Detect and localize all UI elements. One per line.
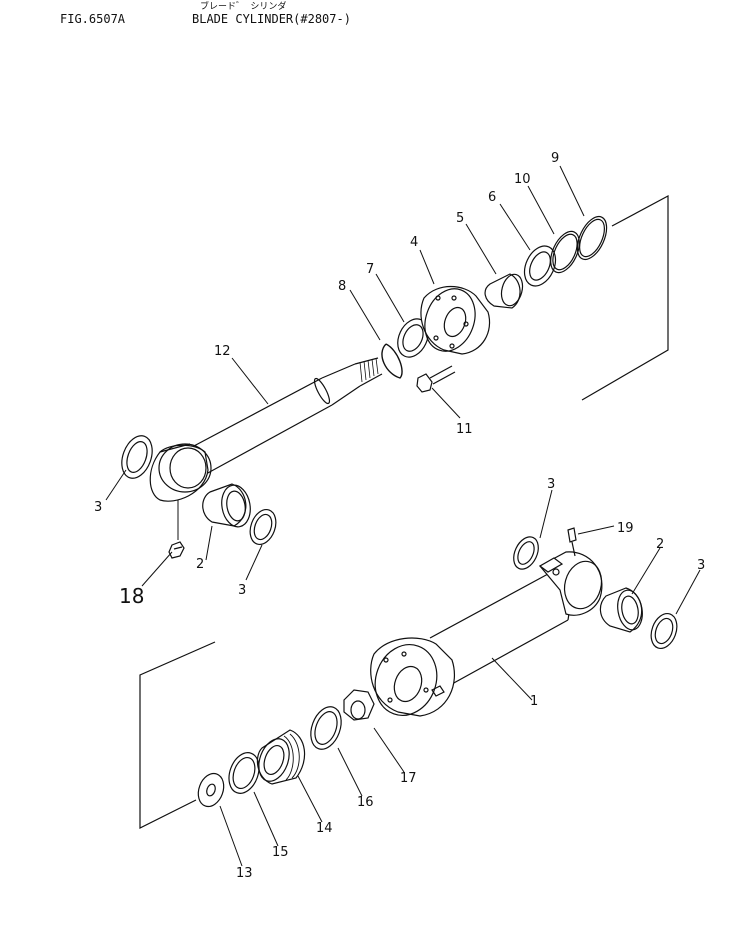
callout-2-lower: 2 — [656, 537, 664, 552]
backup-ring-9 — [576, 215, 608, 261]
callout-18: 18 — [119, 584, 144, 608]
piston-14 — [256, 729, 306, 785]
callout-2-upper: 2 — [196, 557, 204, 572]
piston-rod — [191, 357, 383, 475]
dust-seal-3-upper-right — [249, 508, 277, 546]
dust-seal-3-lower-left — [513, 536, 539, 570]
callout-9: 9 — [551, 151, 559, 166]
leader-lines — [105, 165, 701, 867]
grease-fitting-19 — [567, 527, 577, 557]
callout-3-upper-right: 3 — [238, 583, 246, 598]
dust-seal-3-upper-left — [121, 435, 153, 479]
piston-ring-15 — [228, 752, 260, 794]
tube-flange — [370, 637, 456, 717]
tube-bottom-eye — [538, 551, 603, 616]
callout-1: 1 — [530, 694, 538, 709]
callout-14: 14 — [316, 821, 333, 836]
wear-ring-16 — [310, 706, 342, 750]
callout-10: 10 — [514, 172, 531, 187]
callout-13: 13 — [236, 866, 253, 881]
diagram-title: BLADE CYLINDER(#2807-) — [192, 12, 351, 26]
o-ring-10 — [550, 230, 580, 274]
callout-15: 15 — [272, 845, 289, 860]
dust-seal-3-lower-right — [650, 612, 678, 650]
bushing-5 — [484, 273, 524, 309]
cylinder-head-4 — [420, 286, 491, 355]
callout-4: 4 — [410, 235, 418, 250]
callout-3-lower-right: 3 — [697, 558, 705, 573]
callout-7: 7 — [366, 262, 374, 277]
callout-11: 11 — [456, 422, 473, 437]
rod-seal-6 — [523, 245, 557, 287]
callout-5: 5 — [456, 211, 464, 226]
callout-3-upper-left: 3 — [94, 500, 102, 515]
bolt-11 — [416, 365, 456, 393]
callout-numbers: 12 8 7 4 5 6 10 9 11 3 2 3 18 3 19 2 3 1… — [94, 151, 705, 881]
nut-17 — [343, 689, 375, 721]
callout-6: 6 — [488, 190, 496, 205]
callout-17: 17 — [400, 771, 417, 786]
callout-8: 8 — [338, 279, 346, 294]
callout-12: 12 — [214, 344, 231, 359]
callout-16: 16 — [357, 795, 374, 810]
rod-eye — [149, 443, 212, 502]
callout-19: 19 — [617, 521, 634, 536]
bushing-2-lower — [599, 587, 643, 633]
bushing-2-upper — [202, 483, 251, 528]
grease-fitting-18 — [168, 541, 185, 559]
figure-id: FIG.6507A — [60, 12, 126, 26]
callout-3-lower-left: 3 — [547, 477, 555, 492]
washer-13 — [197, 772, 225, 808]
assembly-guide-lines — [139, 194, 669, 829]
retaining-ring-8 — [381, 343, 403, 379]
title-kana: ブレード゛ シリンダ — [200, 2, 287, 12]
